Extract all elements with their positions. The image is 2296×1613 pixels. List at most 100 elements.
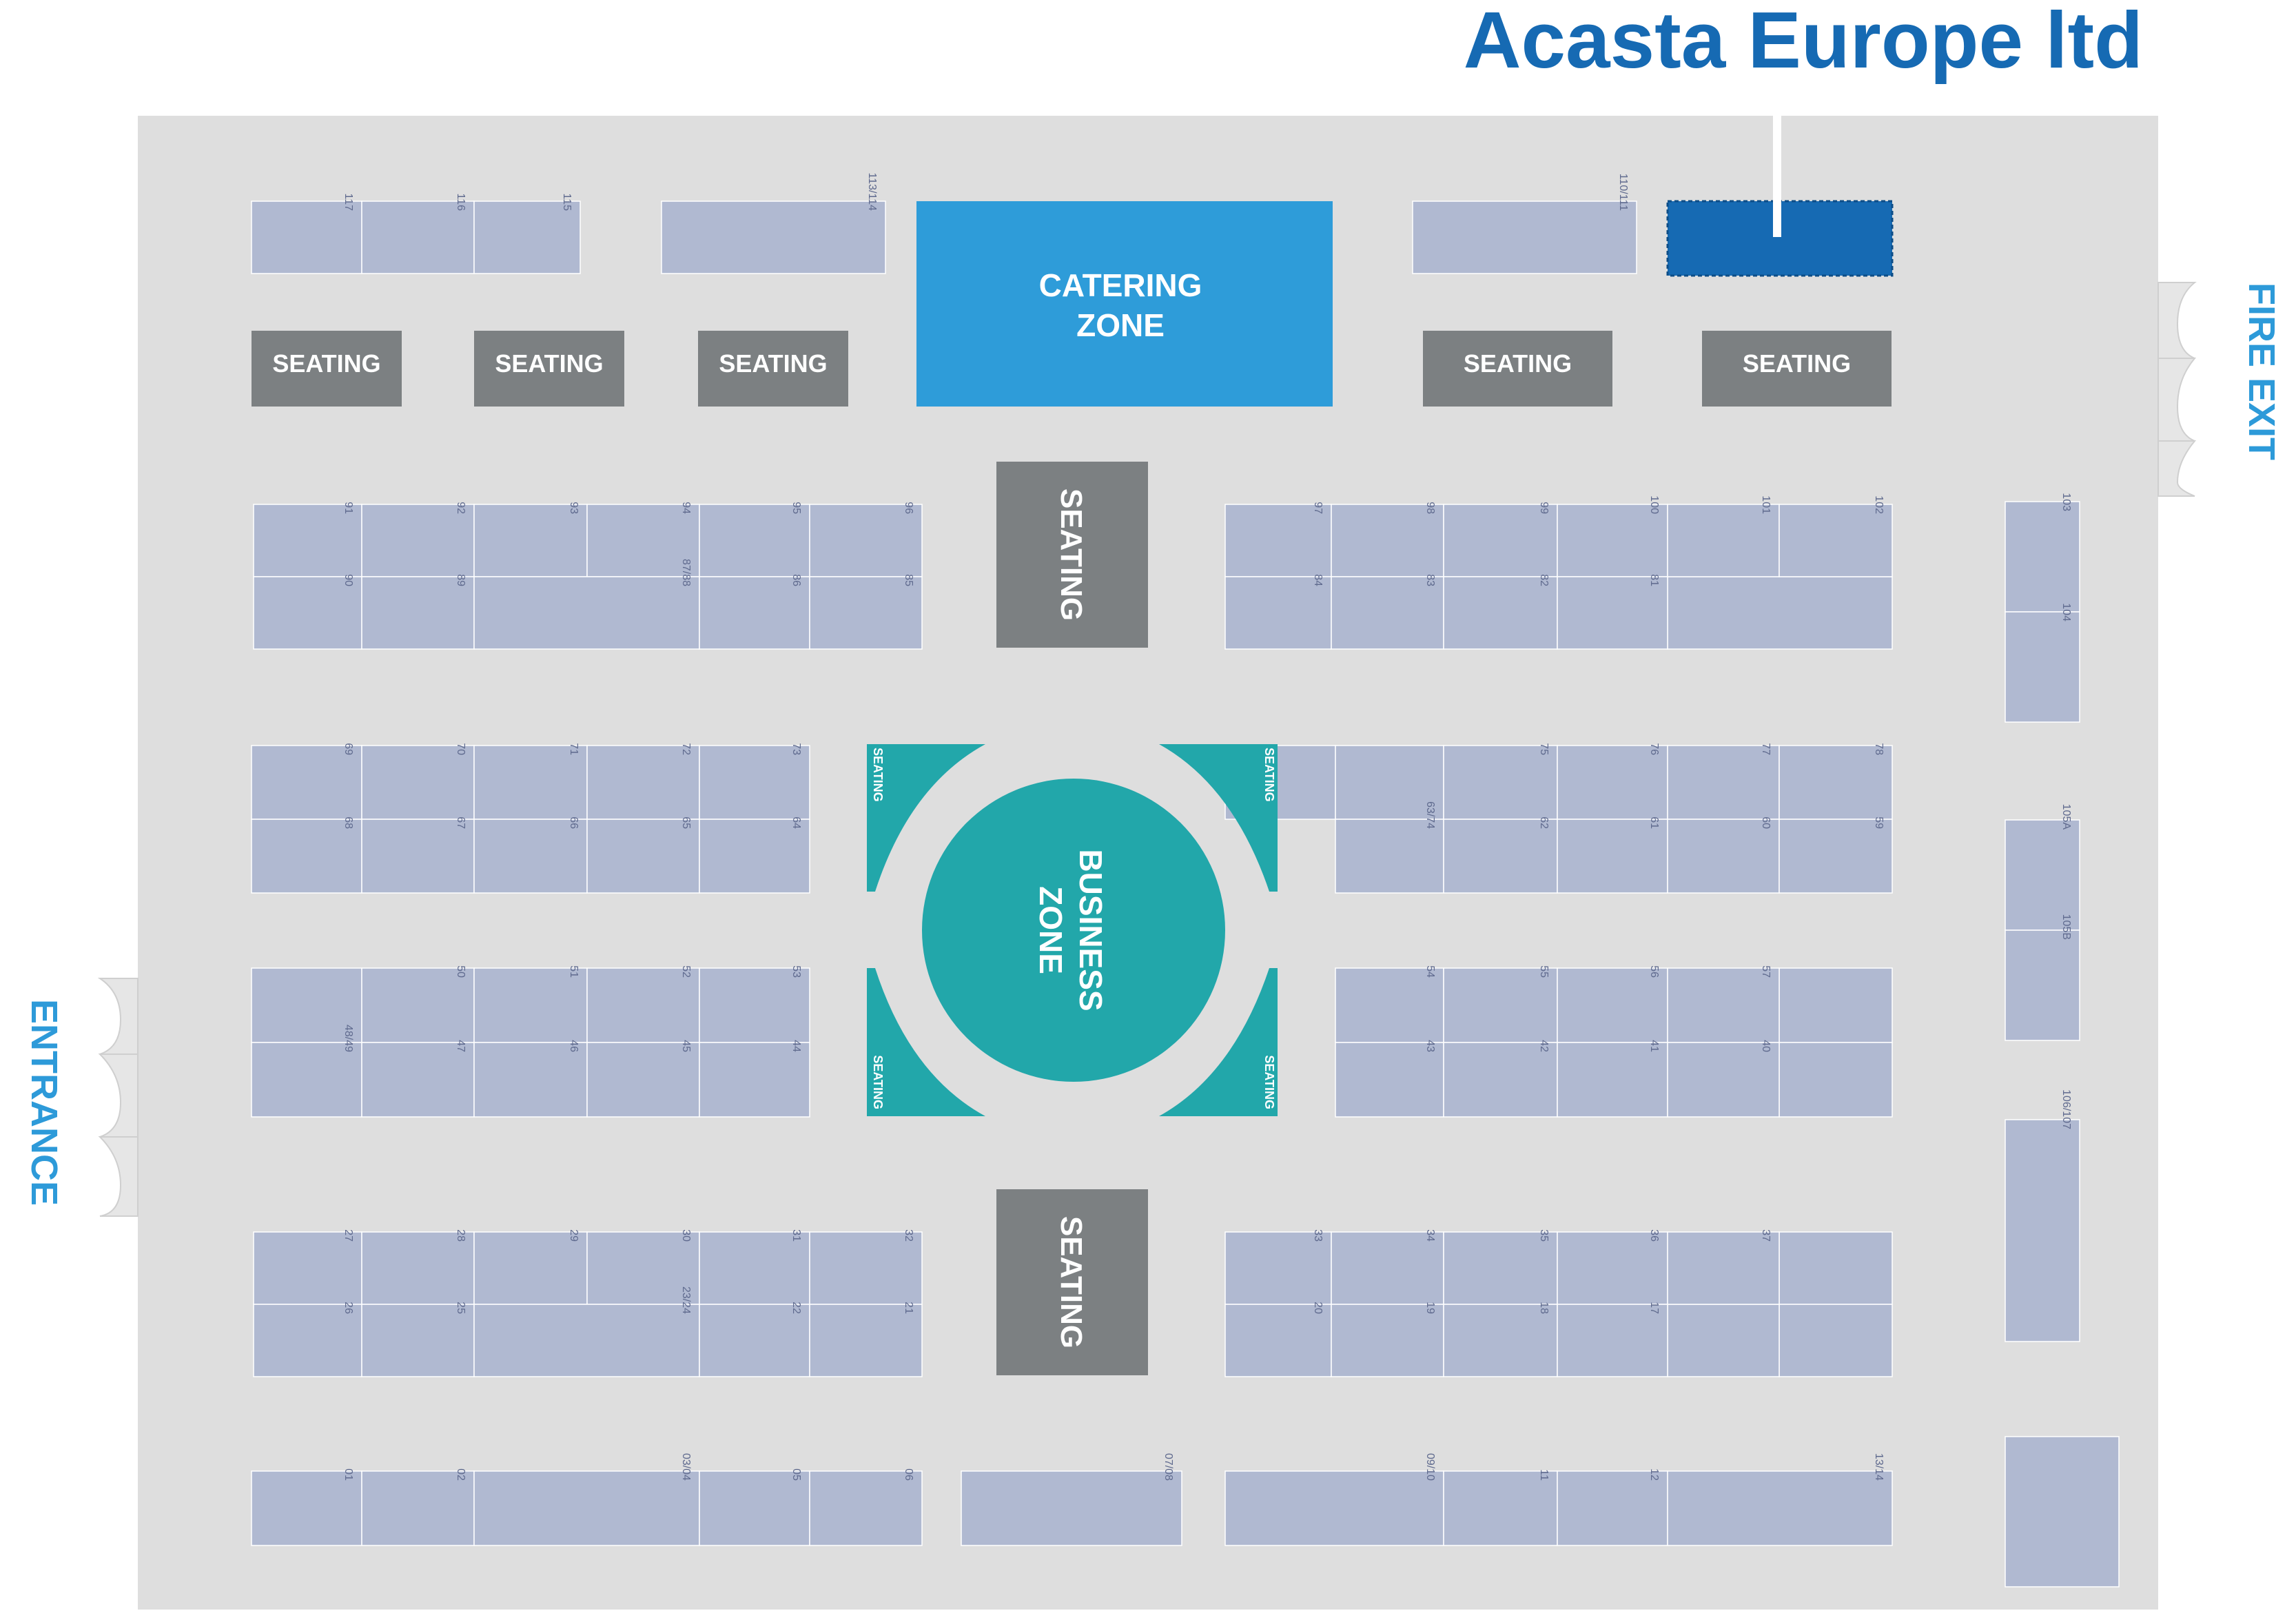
stand-28[interactable] <box>361 1231 475 1305</box>
stand-105A[interactable] <box>2005 819 2080 931</box>
stand-27[interactable] <box>253 1231 362 1305</box>
seating-area[interactable] <box>252 331 402 407</box>
stand-98[interactable] <box>1331 504 1444 577</box>
stand-83[interactable] <box>1331 576 1444 650</box>
stand-blank[interactable] <box>251 967 362 1043</box>
stand-45[interactable] <box>586 1042 700 1118</box>
stand-82[interactable] <box>1443 576 1558 650</box>
stand-97[interactable] <box>1224 504 1332 577</box>
stand-31[interactable] <box>699 1231 810 1305</box>
stand-29[interactable] <box>473 1231 588 1305</box>
stand-93[interactable] <box>473 504 588 577</box>
stand-34[interactable] <box>1331 1231 1444 1305</box>
stand-91[interactable] <box>253 504 362 577</box>
stand-46[interactable] <box>473 1042 588 1118</box>
stand-63-74[interactable] <box>1335 819 1444 894</box>
stand-64[interactable] <box>699 819 810 894</box>
stand-36[interactable] <box>1557 1231 1668 1305</box>
stand-21[interactable] <box>809 1304 923 1377</box>
stand-01[interactable] <box>251 1470 362 1546</box>
stand-116[interactable] <box>361 201 475 274</box>
stand-104[interactable] <box>2005 611 2080 723</box>
stand-09-10[interactable] <box>1224 1470 1444 1546</box>
stand-blank[interactable] <box>1667 1304 1780 1377</box>
stand-53[interactable] <box>699 967 810 1043</box>
stand-11[interactable] <box>1443 1470 1558 1546</box>
stand-blank[interactable] <box>2005 1436 2120 1588</box>
stand-78[interactable] <box>1779 745 1893 820</box>
stand-57[interactable] <box>1667 967 1780 1043</box>
catering-zone[interactable] <box>916 201 1333 407</box>
stand-blank[interactable] <box>1779 1231 1893 1305</box>
stand-117[interactable] <box>251 201 362 274</box>
stand-70[interactable] <box>361 745 475 820</box>
stand-55[interactable] <box>1443 967 1558 1043</box>
stand-81[interactable] <box>1557 576 1668 650</box>
stand-25[interactable] <box>361 1304 475 1377</box>
stand-101[interactable] <box>1667 504 1780 577</box>
stand-32[interactable] <box>809 1231 923 1305</box>
stand-06[interactable] <box>809 1470 923 1546</box>
stand-44[interactable] <box>699 1042 810 1118</box>
stand-100[interactable] <box>1557 504 1668 577</box>
seating-area[interactable] <box>1423 331 1612 407</box>
stand-43[interactable] <box>1335 1042 1444 1118</box>
stand-56[interactable] <box>1557 967 1668 1043</box>
stand-92[interactable] <box>361 504 475 577</box>
stand-105B[interactable] <box>2005 929 2080 1041</box>
stand-26[interactable] <box>253 1304 362 1377</box>
stand-20[interactable] <box>1224 1304 1332 1377</box>
stand-62[interactable] <box>1443 819 1558 894</box>
stand-61[interactable] <box>1557 819 1668 894</box>
stand-blank[interactable] <box>1779 967 1893 1043</box>
stand-50[interactable] <box>361 967 475 1043</box>
stand-69[interactable] <box>251 745 362 820</box>
stand-54[interactable] <box>1335 967 1444 1043</box>
stand-23-24[interactable] <box>473 1304 700 1377</box>
stand-22[interactable] <box>699 1304 810 1377</box>
stand-66[interactable] <box>473 819 588 894</box>
stand-86[interactable] <box>699 576 810 650</box>
stand-52[interactable] <box>586 967 700 1043</box>
stand-90[interactable] <box>253 576 362 650</box>
stand-94[interactable] <box>586 504 700 577</box>
stand-18[interactable] <box>1443 1304 1558 1377</box>
stand-103[interactable] <box>2005 501 2080 613</box>
business-zone[interactable] <box>922 779 1225 1082</box>
stand-87-88[interactable] <box>473 576 700 650</box>
stand-115[interactable] <box>473 201 581 274</box>
stand-96[interactable] <box>809 504 923 577</box>
stand-85[interactable] <box>809 576 923 650</box>
stand-72[interactable] <box>586 745 700 820</box>
stand-12[interactable] <box>1557 1470 1668 1546</box>
stand-17[interactable] <box>1557 1304 1668 1377</box>
stand-47[interactable] <box>361 1042 475 1118</box>
stand-37[interactable] <box>1667 1231 1780 1305</box>
stand-40[interactable] <box>1667 1042 1780 1118</box>
stand-13-14[interactable] <box>1667 1470 1893 1546</box>
seating-area[interactable] <box>996 462 1148 648</box>
stand-95[interactable] <box>699 504 810 577</box>
stand-19[interactable] <box>1331 1304 1444 1377</box>
stand-48-49[interactable] <box>251 1042 362 1118</box>
stand-84[interactable] <box>1224 576 1332 650</box>
stand-71[interactable] <box>473 745 588 820</box>
stand-blank[interactable] <box>1335 745 1444 820</box>
seating-area[interactable] <box>996 1189 1148 1375</box>
stand-05[interactable] <box>699 1470 810 1546</box>
stand-65[interactable] <box>586 819 700 894</box>
stand-99[interactable] <box>1443 504 1558 577</box>
stand-30[interactable] <box>586 1231 700 1305</box>
stand-60[interactable] <box>1667 819 1780 894</box>
stand-35[interactable] <box>1443 1231 1558 1305</box>
stand-73[interactable] <box>699 745 810 820</box>
stand-110-111[interactable] <box>1412 201 1637 274</box>
stand-02[interactable] <box>361 1470 475 1546</box>
stand-102[interactable] <box>1779 504 1893 577</box>
stand-blank[interactable] <box>1779 1304 1893 1377</box>
stand-03-04[interactable] <box>473 1470 700 1546</box>
stand-33[interactable] <box>1224 1231 1332 1305</box>
stand-blank[interactable] <box>1667 576 1893 650</box>
stand-68[interactable] <box>251 819 362 894</box>
stand-106-107[interactable] <box>2005 1119 2080 1342</box>
